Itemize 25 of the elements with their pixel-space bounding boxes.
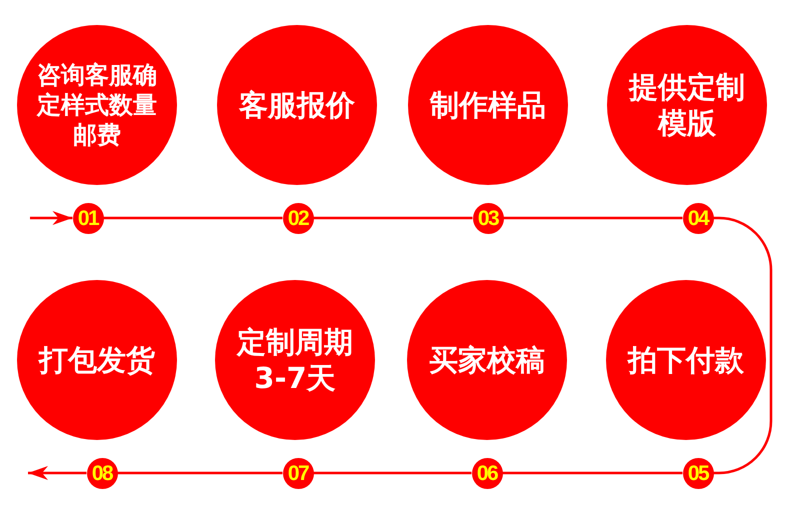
step-label: 客服报价 [238, 86, 356, 124]
step-label: 咨询客服确定样式数量邮费 [36, 60, 158, 150]
number-badge: 06 [472, 458, 502, 488]
step-label: 打包发货 [37, 342, 156, 378]
step-label: 拍下付款 [626, 342, 745, 378]
connector-line [314, 216, 472, 220]
connector-line [118, 472, 282, 474]
number-badge: 02 [282, 202, 314, 234]
connector-line [104, 216, 282, 220]
step-label: 制作样品 [428, 86, 547, 124]
number-badge: 01 [72, 202, 104, 234]
number-badge: 07 [282, 458, 314, 488]
connector-line [502, 472, 682, 474]
number-badge: 03 [472, 202, 504, 234]
connector-line [314, 472, 472, 474]
arrow [28, 466, 86, 480]
connector-line [504, 216, 682, 220]
step-label: 提供定制模版 [627, 68, 746, 142]
step-label: 定制周期3-7天 [236, 324, 354, 396]
number-badge: 05 [682, 458, 714, 488]
connector-line [714, 216, 772, 474]
number-badge: 08 [86, 458, 118, 488]
step-label: 买家校稿 [428, 342, 546, 378]
number-badge: 04 [682, 202, 714, 234]
arrow [30, 211, 72, 225]
